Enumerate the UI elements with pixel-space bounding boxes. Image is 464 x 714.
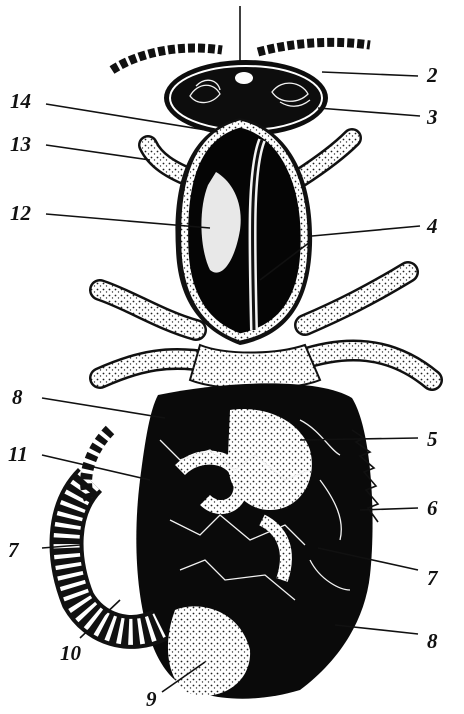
label-7-left: 7 <box>8 538 20 562</box>
label-8-right: 8 <box>427 629 438 653</box>
label-12: 12 <box>10 201 32 225</box>
label-9: 9 <box>146 687 157 711</box>
label-3: 3 <box>426 105 438 129</box>
label-14: 14 <box>10 89 31 113</box>
thorax <box>175 118 312 345</box>
abdomen <box>136 383 372 698</box>
label-8-left: 8 <box>12 385 23 409</box>
label-11: 11 <box>8 442 28 466</box>
label-5: 5 <box>427 427 438 451</box>
label-6: 6 <box>427 496 438 520</box>
label-2: 2 <box>426 63 438 87</box>
label-7-right: 7 <box>427 566 439 590</box>
antenna-right <box>258 42 370 52</box>
label-13: 13 <box>10 132 31 156</box>
waist-segment <box>190 345 320 389</box>
label-4: 4 <box>426 214 438 238</box>
label-10: 10 <box>60 641 82 665</box>
